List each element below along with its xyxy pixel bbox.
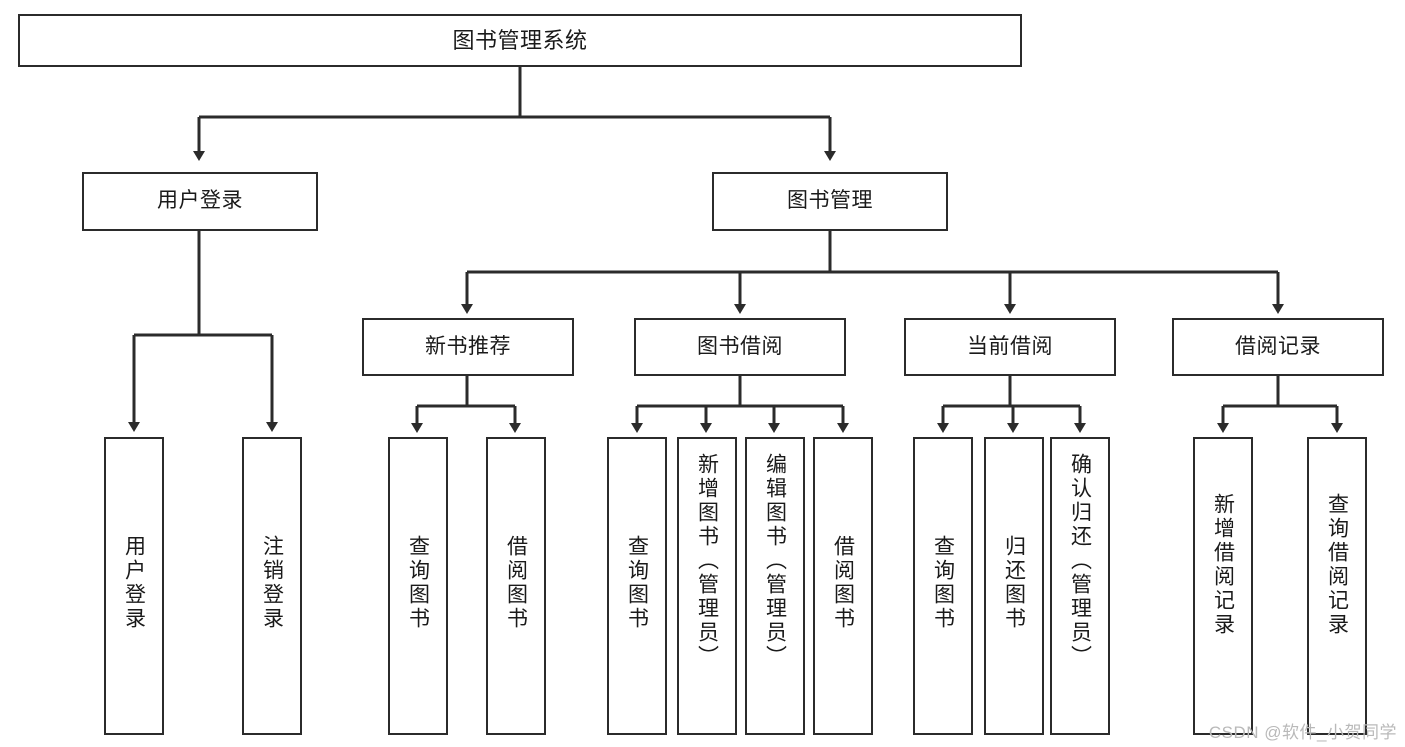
node-user-login[interactable]: 用户登录 xyxy=(82,172,318,231)
leaf-return-book[interactable]: 归还图书 xyxy=(984,437,1044,735)
node-root-label: 图书管理系统 xyxy=(452,27,588,53)
leaf-add-book-admin[interactable]: 新增图书（管理员） xyxy=(677,437,737,735)
leaf-query-book-3-label: 查询图书 xyxy=(931,535,955,631)
leaf-confirm-return-admin[interactable]: 确认归还（管理员） xyxy=(1050,437,1110,735)
node-book-manage[interactable]: 图书管理 xyxy=(712,172,948,231)
leaf-user-login[interactable]: 用户登录 xyxy=(104,437,164,735)
leaf-add-borrow-record[interactable]: 新增借阅记录 xyxy=(1193,437,1253,735)
leaf-edit-book-admin[interactable]: 编辑图书（管理员） xyxy=(745,437,805,735)
node-root[interactable]: 图书管理系统 xyxy=(18,14,1022,67)
node-current-borrow[interactable]: 当前借阅 xyxy=(904,318,1116,376)
leaf-borrow-book-1[interactable]: 借阅图书 xyxy=(486,437,546,735)
node-book-borrow-label: 图书借阅 xyxy=(697,334,783,358)
leaf-logout-login-label: 注销登录 xyxy=(260,535,284,631)
leaf-borrow-book-2[interactable]: 借阅图书 xyxy=(813,437,873,735)
leaf-borrow-book-1-label: 借阅图书 xyxy=(504,535,528,631)
node-book-manage-label: 图书管理 xyxy=(787,189,873,213)
leaf-user-login-label: 用户登录 xyxy=(122,535,146,631)
leaf-edit-book-admin-label: 编辑图书（管理员） xyxy=(763,453,787,669)
leaf-logout-login[interactable]: 注销登录 xyxy=(242,437,302,735)
node-new-book-recommend[interactable]: 新书推荐 xyxy=(362,318,574,376)
leaf-confirm-return-admin-label: 确认归还（管理员） xyxy=(1068,453,1092,669)
leaf-add-borrow-record-label: 新增借阅记录 xyxy=(1211,493,1235,637)
node-book-borrow[interactable]: 图书借阅 xyxy=(634,318,846,376)
leaf-query-book-3[interactable]: 查询图书 xyxy=(913,437,973,735)
leaf-query-book-1[interactable]: 查询图书 xyxy=(388,437,448,735)
node-borrow-record[interactable]: 借阅记录 xyxy=(1172,318,1384,376)
leaf-query-borrow-record[interactable]: 查询借阅记录 xyxy=(1307,437,1367,735)
leaf-return-book-label: 归还图书 xyxy=(1002,535,1026,631)
leaf-borrow-book-2-label: 借阅图书 xyxy=(831,535,855,631)
leaf-query-book-2[interactable]: 查询图书 xyxy=(607,437,667,735)
leaf-add-book-admin-label: 新增图书（管理员） xyxy=(695,453,719,669)
leaf-query-book-2-label: 查询图书 xyxy=(625,535,649,631)
node-current-borrow-label: 当前借阅 xyxy=(967,334,1053,358)
leaf-query-borrow-record-label: 查询借阅记录 xyxy=(1325,493,1349,637)
node-user-login-label: 用户登录 xyxy=(157,189,243,213)
node-new-book-recommend-label: 新书推荐 xyxy=(425,334,511,358)
watermark-text: CSDN @软件_小贺同学 xyxy=(1208,723,1397,742)
leaf-query-book-1-label: 查询图书 xyxy=(406,535,430,631)
node-borrow-record-label: 借阅记录 xyxy=(1235,334,1321,358)
